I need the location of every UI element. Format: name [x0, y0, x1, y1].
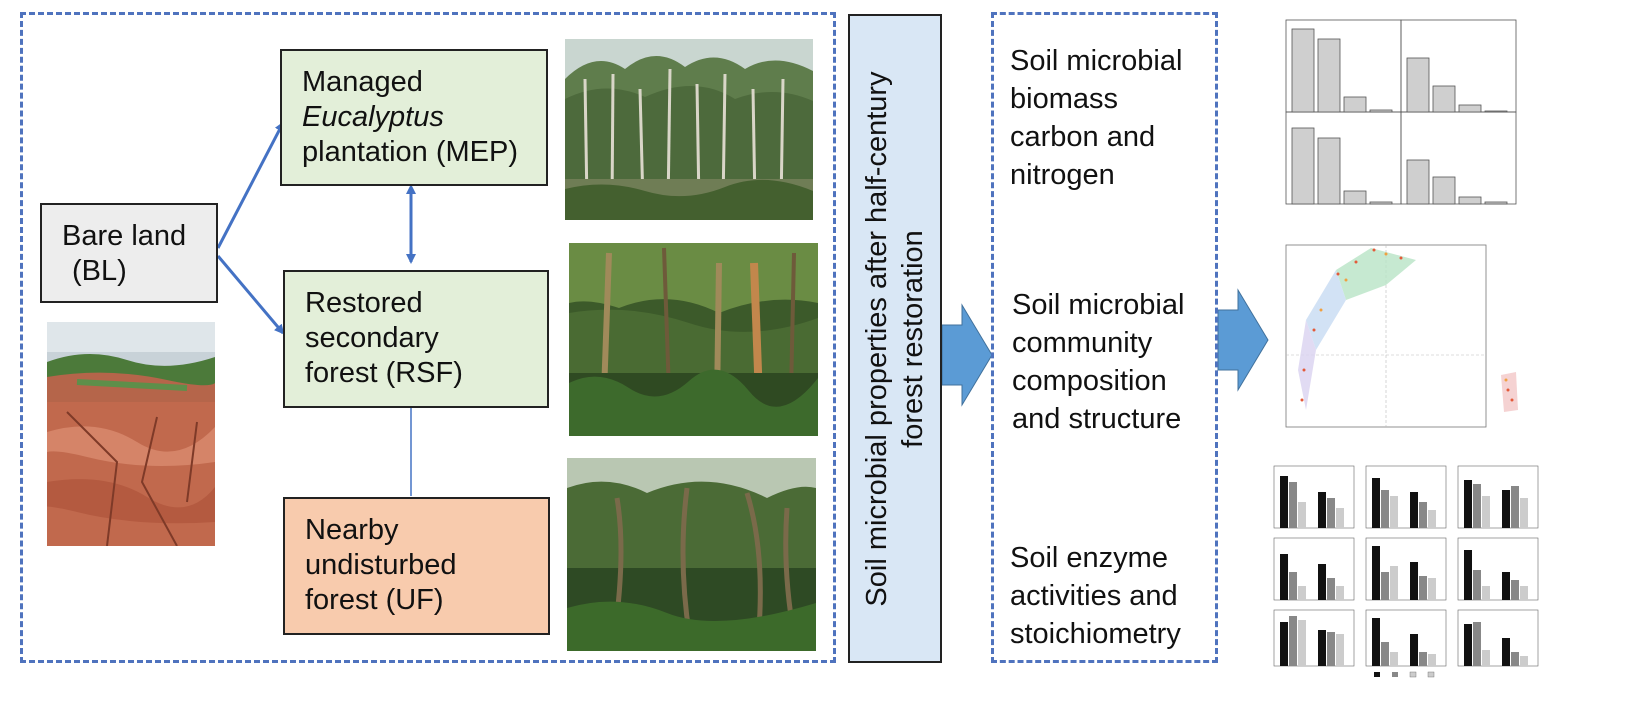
bl-line2: (BL) [72, 255, 127, 287]
o3-line2: activities and [1010, 580, 1178, 612]
big-arrow-2 [1217, 288, 1269, 392]
arrow-bl-to-mep [216, 121, 285, 249]
band-line1: Soil microbial properties after half-cen… [861, 70, 893, 607]
uf-box: Nearby undisturbed forest (UF) [283, 497, 550, 635]
rsf-line1: Restored [305, 287, 423, 319]
uf-line1: Nearby [305, 514, 399, 546]
eroded-bare-land-photo [47, 322, 215, 546]
o2-line4: and structure [1012, 403, 1182, 435]
mep-line1: Managed [302, 66, 423, 98]
outcome-enzymes: Soil enzyme activities and stoichiometry [1010, 539, 1181, 653]
enzyme-chart-thumbnail [1262, 462, 1544, 680]
outcomes-frame [991, 12, 1218, 663]
ordination-plot-thumbnail [1276, 240, 1541, 440]
rsf-line3: forest (RSF) [305, 357, 463, 389]
band-text: Soil microbial properties after half-cen… [859, 71, 931, 606]
o3-line3: stoichiometry [1010, 618, 1181, 650]
left-frame [20, 12, 836, 663]
secondary-forest-photo [569, 243, 818, 436]
band-line2: forest restoration [897, 229, 929, 448]
uf-line3: forest (UF) [305, 584, 444, 616]
rsf-box: Restored secondary forest (RSF) [283, 270, 549, 408]
mep-line3: plantation (MEP) [302, 136, 518, 168]
eucalyptus-plantation-photo [565, 39, 813, 220]
o1-line3: carbon and [1010, 121, 1156, 153]
o2-line3: composition [1012, 365, 1167, 397]
o1-line1: Soil microbial [1010, 45, 1183, 77]
o3-line1: Soil enzyme [1010, 542, 1168, 574]
mep-box: Managed Eucalyptus plantation (MEP) [280, 49, 548, 186]
outcome-biomass: Soil microbial biomass carbon and nitrog… [1010, 42, 1182, 194]
uf-line2: undisturbed [305, 549, 457, 581]
big-arrow-1 [941, 303, 993, 407]
outcome-community: Soil microbial community composition and… [1012, 286, 1184, 438]
summary-band: Soil microbial properties after half-cen… [848, 14, 942, 663]
o1-line2: biomass [1010, 83, 1118, 115]
o2-line1: Soil microbial [1012, 289, 1185, 321]
undisturbed-forest-photo [567, 458, 816, 651]
arrow-bl-to-rsf [216, 255, 285, 335]
rsf-line2: secondary [305, 322, 439, 354]
o1-line4: nitrogen [1010, 159, 1115, 191]
bl-line1: Bare land [62, 220, 187, 252]
o2-line2: community [1012, 327, 1153, 359]
bl-box: Bare land (BL) [40, 203, 218, 303]
mep-line2: Eucalyptus [302, 101, 444, 133]
biomass-chart-thumbnail [1268, 14, 1533, 216]
